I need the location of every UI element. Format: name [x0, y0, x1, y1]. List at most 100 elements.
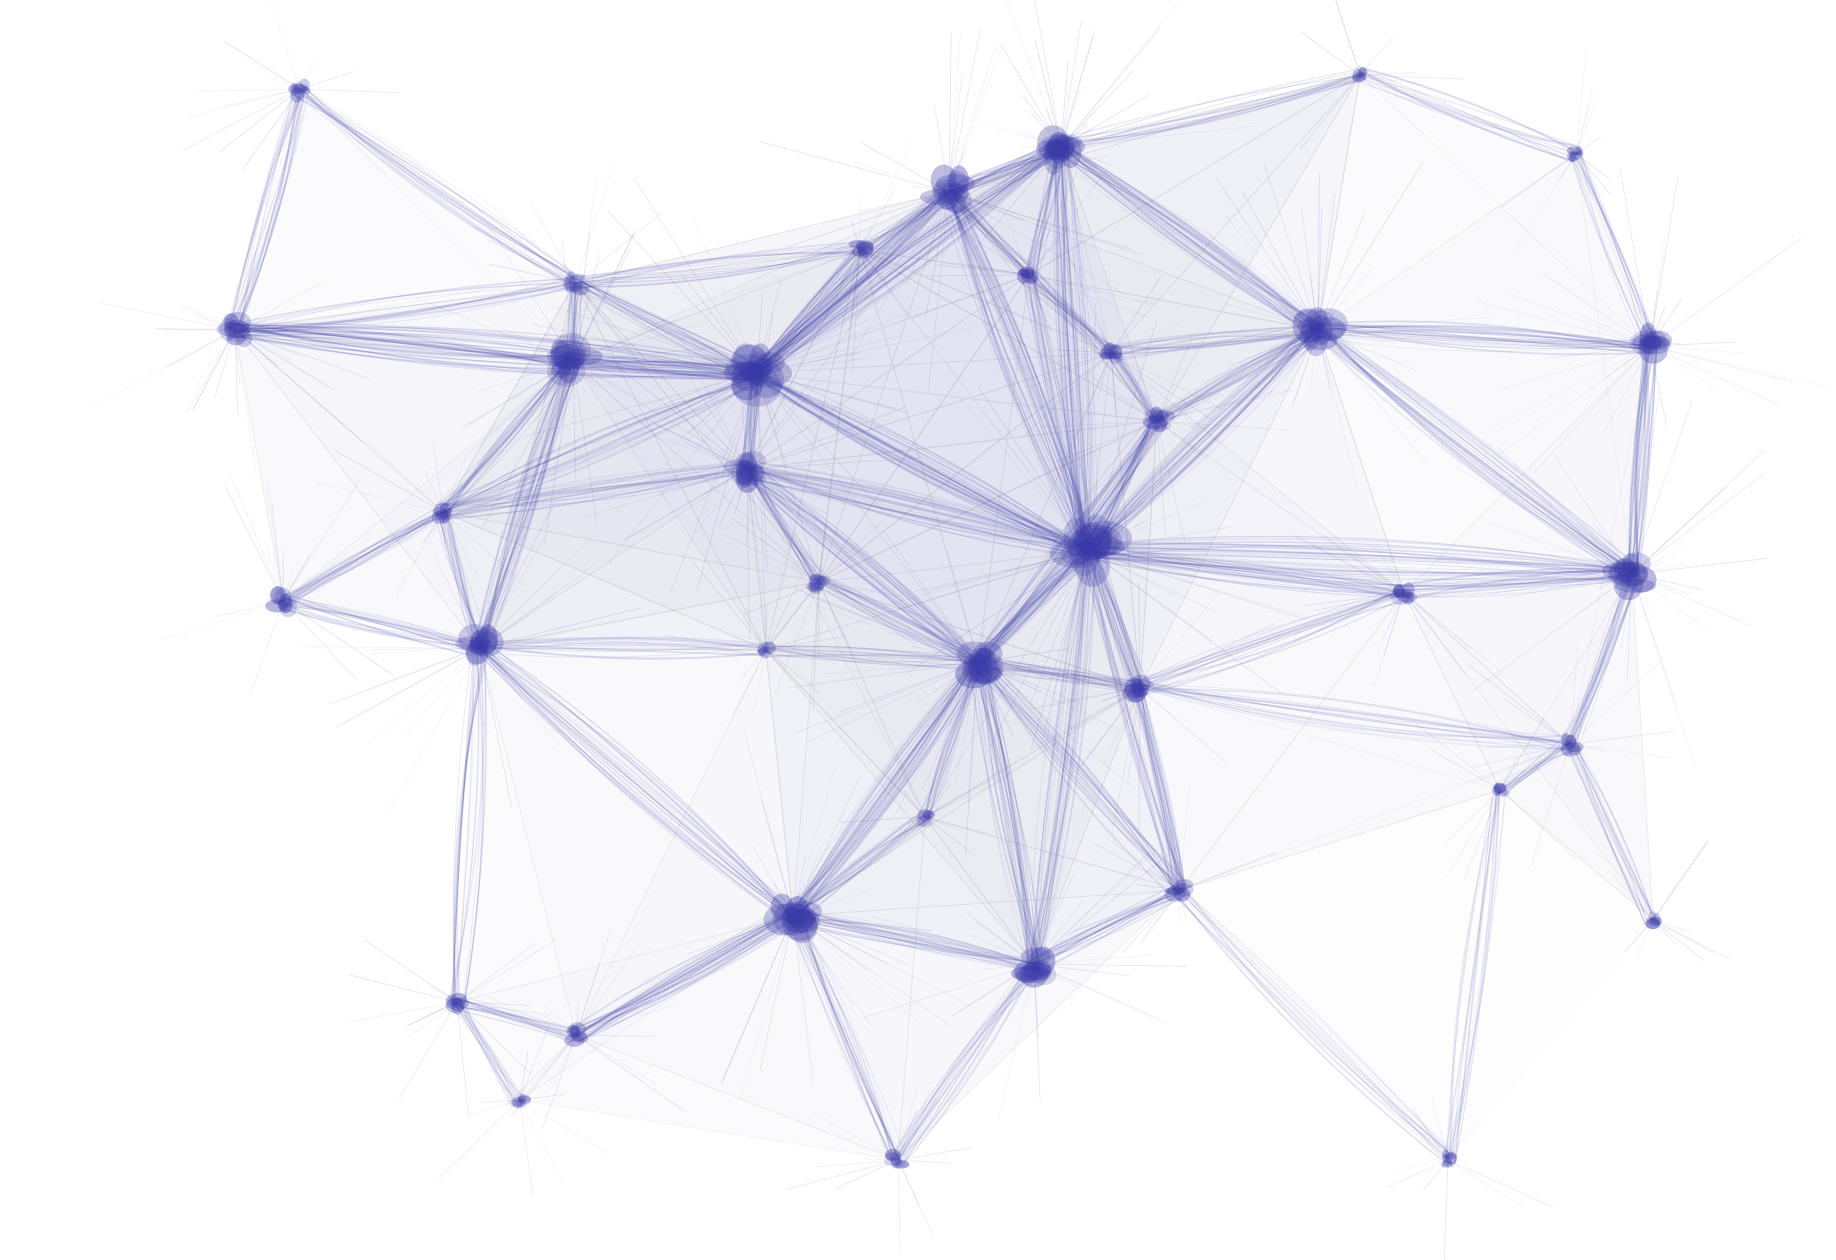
edge-strand	[749, 371, 763, 471]
edge-strand	[229, 333, 579, 355]
edge-strand	[582, 922, 801, 1041]
mesh-triangle	[818, 274, 1030, 663]
edge-strand	[1575, 571, 1637, 749]
mesh-triangle	[948, 191, 1319, 331]
edge-strand	[794, 813, 926, 922]
edge-strand	[569, 915, 788, 1042]
mesh-triangle	[745, 420, 1159, 663]
edge-strand	[975, 427, 1157, 657]
mesh-triangle	[948, 74, 1361, 193]
hub-fibre	[1088, 499, 1210, 552]
edge-strand	[445, 377, 764, 507]
edge-strand	[1083, 325, 1323, 552]
edge-strand	[1499, 749, 1569, 788]
mesh-triangle	[1403, 592, 1654, 921]
edge-strand	[1088, 336, 1321, 547]
edge-strand	[1091, 548, 1179, 890]
edge-strand	[1060, 154, 1084, 555]
edge-strand	[284, 507, 445, 606]
edge-strand	[1058, 79, 1363, 149]
mesh-triangle	[765, 248, 1090, 651]
edge-strand	[1450, 781, 1498, 1161]
edge-strand	[1091, 413, 1158, 559]
mesh-triangle	[745, 352, 1112, 663]
hub-fibre	[1060, 146, 1113, 167]
edge-strand	[227, 84, 304, 339]
edge-strand	[1027, 268, 1088, 547]
edge-strand	[440, 465, 740, 514]
edge-strand	[567, 912, 786, 1033]
edge-strand	[1088, 423, 1162, 552]
mesh-triangle	[818, 352, 1112, 663]
edge-strand	[474, 353, 576, 655]
edge-strand	[763, 641, 976, 669]
edge-strand	[572, 921, 800, 1034]
edge-strand	[763, 141, 1066, 375]
hub-blob	[1301, 320, 1328, 343]
edge-strand	[983, 658, 1133, 693]
mesh-triangle	[977, 351, 1158, 663]
edge-strand	[787, 921, 1028, 963]
hub-fibre	[1064, 550, 1090, 585]
edge-strand	[1082, 547, 1627, 580]
mesh-triangle	[573, 249, 862, 374]
edge-strand	[439, 513, 483, 648]
edge-strand	[227, 327, 574, 361]
mesh-triangle	[1403, 344, 1651, 745]
edge-strand	[235, 322, 751, 379]
edge-strand	[754, 140, 1060, 381]
mesh-triangle	[746, 191, 950, 584]
mesh-triangle	[756, 372, 1090, 663]
edge-strand	[976, 422, 1160, 659]
edge-strand	[759, 195, 950, 379]
edge-strand	[753, 377, 1091, 550]
edge-strand	[751, 373, 1085, 555]
edge-strand	[1085, 333, 1322, 554]
hub-fibre	[928, 550, 1090, 591]
edge-strand	[748, 193, 947, 375]
edge-strand	[950, 194, 1034, 282]
mesh-triangle	[572, 360, 820, 651]
edge-strand	[443, 353, 576, 521]
edge-strand	[1062, 151, 1085, 558]
hub-fibre	[1387, 1159, 1449, 1188]
edge-strand	[1113, 330, 1320, 350]
hub-fibre	[756, 372, 807, 405]
edge-strand	[1314, 334, 1630, 580]
edge-strand	[761, 195, 952, 382]
mesh-triangle	[746, 467, 980, 663]
edge-strand	[794, 655, 973, 917]
edge-strand	[747, 379, 753, 467]
edge-strand	[753, 468, 1095, 552]
hub-fibre	[552, 305, 758, 374]
edge-strand	[448, 655, 484, 1001]
edge-strand	[1035, 552, 1084, 971]
edge-strand	[977, 421, 1162, 659]
edge-strand	[1027, 552, 1090, 963]
edge-strand	[743, 473, 979, 666]
edge-strand	[1089, 551, 1639, 574]
edge-strand	[1033, 267, 1116, 352]
edge-strand	[751, 461, 1086, 558]
edge-strand	[437, 473, 755, 506]
edge-strand	[1143, 687, 1576, 743]
edge-strand	[755, 188, 952, 369]
mesh-triangle	[977, 550, 1181, 891]
edge-strand	[573, 362, 753, 379]
mesh-triangle	[977, 549, 1090, 965]
edge-strand	[755, 372, 1097, 558]
edge-strand	[902, 968, 1031, 1160]
hub-fibre	[1022, 95, 1062, 148]
edge-strand	[568, 910, 796, 1034]
edge-strand	[1138, 681, 1181, 891]
mesh-triangle	[1139, 591, 1406, 892]
edge-strand	[458, 1000, 514, 1108]
edge-strand	[797, 817, 919, 913]
edge-strand	[1028, 149, 1055, 271]
edge-strand	[800, 656, 974, 910]
edge-strand	[954, 187, 1095, 559]
edge-strand	[1140, 588, 1397, 697]
edge-strand	[1088, 546, 1401, 597]
hub-node	[955, 641, 1004, 689]
mesh-triangle	[792, 581, 1142, 917]
